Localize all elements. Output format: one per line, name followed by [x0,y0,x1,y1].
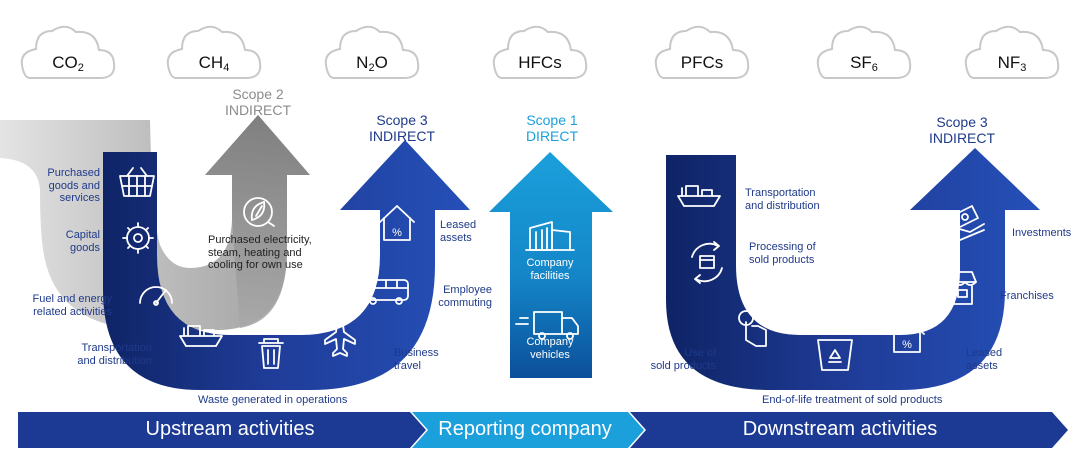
franchises-label: Franchises [1000,290,1054,302]
scope3-downstream-label: Scope 3 INDIRECT [928,114,996,147]
basket-icon [119,167,155,197]
purchased-goods-label: Purchased goods and services [47,167,100,205]
gas-n2o-label: N2O [356,53,388,74]
upstream-leased-assets-label: Leased assets [440,219,477,244]
downstream-transportation-label: Transportation and distribution [745,187,820,212]
gas-co2-label: CO2 [52,53,84,74]
ship-icon [179,325,223,347]
truck-icon [515,311,579,340]
scope3-upstream-arrow [103,140,470,390]
processing-label: Processing of sold products [749,241,816,266]
upstream-band [18,412,426,448]
ship-icon-downstream [677,185,721,207]
waste-label: Waste generated in operations [198,394,348,406]
use-of-sold-products-label: Use of sold products [650,347,716,372]
cloud-shape [166,25,262,79]
gas-sf6-label: SF6 [850,53,878,74]
house-icon: % [379,205,415,241]
purchased-electricity-label: Purchased electricity, steam, heating an… [208,234,312,272]
gas-pfcs-label: PFCs [680,53,724,72]
touch-hand-icon [738,310,767,347]
leaf-bulb-icon [243,197,275,227]
upstream-transportation-label: Transportation and distribution [77,342,152,367]
downstream-leased-assets-label: Leased assets [966,347,1003,372]
trash-can-icon [258,338,284,369]
svg-text:%: % [392,227,402,239]
gas-hfcs-label: HFCs [518,53,562,72]
business-travel-label: Business travel [394,347,439,372]
scope1-label: Scope 1 DIRECT [525,112,579,145]
airplane-icon [324,317,356,357]
cloud-shape [654,25,750,79]
gas-nf3-label: NF3 [997,53,1027,74]
storefront-icon [933,271,977,305]
upstream-band-label: Upstream activities [145,418,315,440]
processing-box-icon [691,241,723,284]
money-hand-icon [943,205,985,241]
fuel-energy-label: Fuel and energy related activities [32,293,113,318]
gear-icon [122,222,154,254]
gauge-icon [139,286,173,306]
svg-text:%: % [902,339,912,351]
reporting-band [412,412,644,448]
reporting-band-label: Reporting company [438,418,612,440]
scope2-label: Scope 2 INDIRECT [224,86,292,119]
bus-icon [363,279,409,305]
company-facilities-label: Company facilities [526,257,574,282]
scope1-arrow [489,152,613,378]
scope3-downstream-arrow [666,148,1040,390]
cloud-shape [964,25,1060,79]
downstream-band-label: Downstream activities [742,418,938,440]
company-vehicles-label: Company vehicles [526,336,574,361]
downstream-band [630,412,1068,448]
scope3-upstream-label: Scope 3 INDIRECT [368,112,436,145]
investments-label: Investments [1012,227,1072,239]
cloud-shape [492,25,588,79]
employee-commuting-label: Employee commuting [438,284,492,309]
capital-goods-label: Capital goods [65,229,100,254]
factory-icon [525,221,575,251]
recycling-bin-icon [817,339,853,371]
cloud-shape [20,25,116,79]
house-icon-downstream: % [889,317,925,353]
cloud-shape [324,25,420,79]
end-of-life-label: End-of-life treatment of sold products [762,394,943,406]
gas-ch4-label: CH4 [198,53,230,74]
cloud-shape [816,25,912,79]
